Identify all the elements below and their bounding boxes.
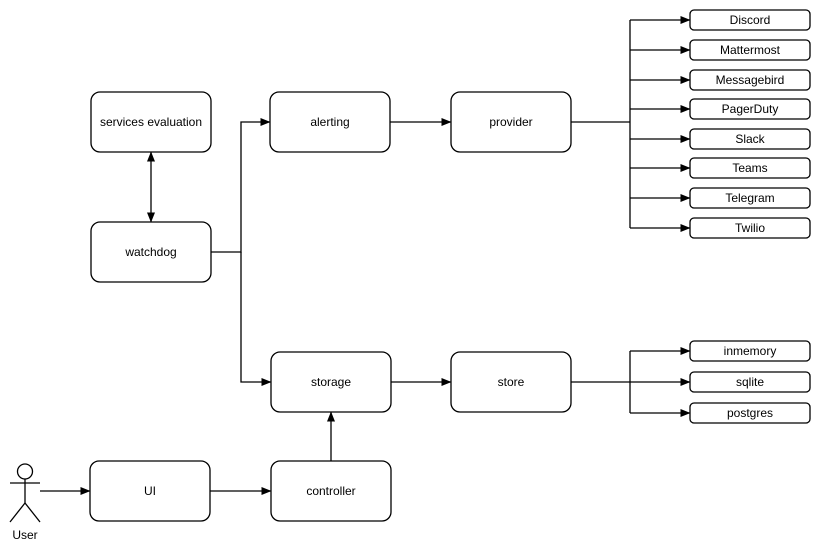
node-controller: controller [270, 460, 392, 522]
node-postgres: postgres [689, 402, 811, 424]
nodes-layer: services evaluation watchdog alerting provi… [9, 9, 811, 542]
node-label: sqlite [736, 375, 764, 389]
node-label: Twilio [735, 221, 765, 235]
node-sqlite: sqlite [689, 371, 811, 393]
node-box [90, 221, 212, 283]
node-label: inmemory [724, 344, 777, 358]
node-box [689, 371, 811, 393]
node-user: User [9, 463, 41, 542]
node-alerting: alerting [269, 91, 391, 153]
node-box [270, 351, 392, 413]
node-messagebird: Messagebird [689, 69, 811, 91]
node-box [90, 91, 212, 153]
node-box [689, 9, 811, 31]
edge-watchdog-storage [240, 252, 272, 386]
node-store: store [450, 351, 572, 413]
actor-right-leg [24, 502, 41, 523]
node-label: controller [306, 484, 355, 498]
actor-left-leg [9, 502, 26, 523]
node-label: Messagebird [716, 73, 785, 87]
node-box [269, 91, 391, 153]
node-slack: Slack [689, 128, 811, 150]
node-label: Mattermost [720, 43, 781, 57]
node-label: UI [144, 484, 156, 498]
node-label: PagerDuty [722, 102, 779, 116]
edges-layer [40, 16, 691, 495]
node-mattermost: Mattermost [689, 39, 811, 61]
node-inmemory: inmemory [689, 340, 811, 362]
node-box [689, 187, 811, 209]
node-label: services evaluation [100, 115, 202, 129]
node-provider: provider [450, 91, 572, 153]
actor-head [16, 463, 34, 480]
node-label: Telegram [725, 191, 774, 205]
node-telegram: Telegram [689, 187, 811, 209]
node-watchdog: watchdog [90, 221, 212, 283]
node-label: store [498, 375, 525, 389]
node-box [450, 351, 572, 413]
node-box [270, 460, 392, 522]
node-box [689, 39, 811, 61]
node-box [689, 69, 811, 91]
node-storage: storage [270, 351, 392, 413]
edge-watchdog-alerting [211, 118, 271, 253]
node-box [689, 340, 811, 362]
node-pagerduty: PagerDuty [689, 98, 811, 120]
node-ui: UI [89, 460, 211, 522]
node-box [689, 217, 811, 239]
node-twilio: Twilio [689, 217, 811, 239]
node-label: Teams [732, 161, 767, 175]
node-box [450, 91, 572, 153]
node-label: Slack [735, 132, 765, 146]
node-teams: Teams [689, 157, 811, 179]
actor-label: User [12, 528, 37, 542]
node-label: storage [311, 375, 351, 389]
node-label: postgres [727, 406, 773, 420]
node-discord: Discord [689, 9, 811, 31]
node-label: alerting [310, 115, 349, 129]
node-box [689, 402, 811, 424]
node-box [689, 98, 811, 120]
node-box [689, 157, 811, 179]
node-label: provider [489, 115, 532, 129]
node-box [89, 460, 211, 522]
node-label: watchdog [124, 245, 176, 259]
node-box [689, 128, 811, 150]
node-services-evaluation: services evaluation [90, 91, 212, 153]
node-label: Discord [730, 13, 771, 27]
